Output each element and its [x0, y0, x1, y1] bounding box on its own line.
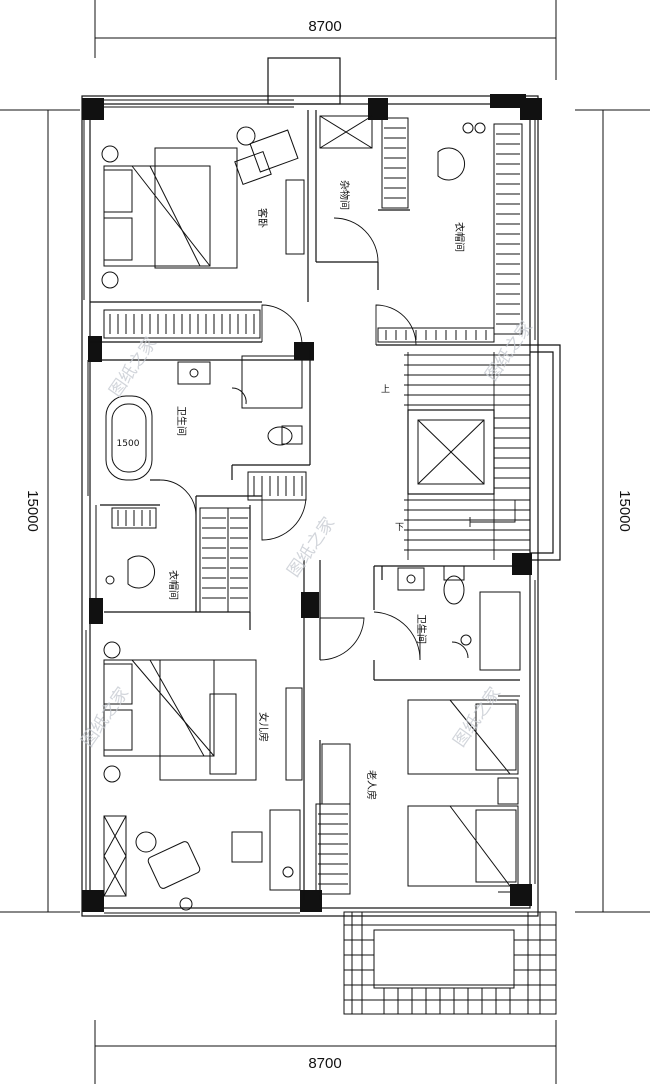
label-guest-bedroom: 客卧 — [256, 208, 269, 228]
guest-wardrobe — [103, 309, 261, 339]
elevator — [417, 419, 485, 485]
watermark-2: 图纸之家 — [284, 514, 339, 581]
doors — [159, 217, 421, 661]
guest-bed — [101, 145, 238, 289]
guest-chair — [234, 126, 305, 255]
label-closet-ne: 衣帽间 — [453, 222, 466, 252]
dim-left-height: 15000 — [24, 490, 41, 532]
east-bath-fixtures — [397, 565, 521, 671]
label-elder-room: 老人房 — [365, 770, 378, 800]
daughter-bed — [103, 641, 303, 783]
stair — [404, 352, 530, 560]
label-closet-w: 衣帽间 — [167, 570, 180, 600]
storage-shelves — [319, 115, 409, 209]
room-labels: 客卧 杂物间 衣帽间 卫生间 衣帽间 女儿房 卫生间 老人房 — [167, 180, 466, 800]
ne-closet — [377, 122, 523, 343]
daughter-desk — [103, 809, 301, 911]
west-closet-racks — [105, 471, 307, 613]
outer-walls — [81, 57, 561, 917]
bathtub-label: 1500 — [117, 439, 140, 449]
dimension-bottom — [94, 1020, 557, 1084]
dim-bottom-width: 8700 — [308, 1055, 341, 1072]
elder-wardrobe — [315, 743, 351, 895]
dimension-left — [0, 109, 80, 913]
dimension-right — [575, 109, 650, 913]
label-bath-e: 卫生间 — [415, 614, 428, 644]
windows — [83, 99, 536, 914]
stair-up-label: 上 — [381, 384, 390, 395]
stair-down-label: 下 — [395, 523, 404, 533]
label-bath-w: 卫生间 — [175, 406, 188, 436]
label-daughter-room: 女儿房 — [257, 712, 270, 742]
dimension-top — [94, 0, 557, 80]
dim-top-width: 8700 — [308, 18, 341, 35]
balcony — [343, 911, 557, 1015]
wall-columns — [82, 94, 542, 912]
label-storage: 杂物间 — [338, 180, 351, 210]
watermark-5: 图纸之家 — [450, 684, 505, 751]
dim-right-height: 15000 — [616, 490, 633, 532]
watermarks: 图纸之家 图纸之家 图纸之家 图纸之家 图纸之家 — [78, 318, 537, 751]
watermark-1: 图纸之家 — [106, 334, 161, 401]
elder-beds — [407, 695, 520, 893]
west-bath-fixtures — [105, 355, 303, 481]
